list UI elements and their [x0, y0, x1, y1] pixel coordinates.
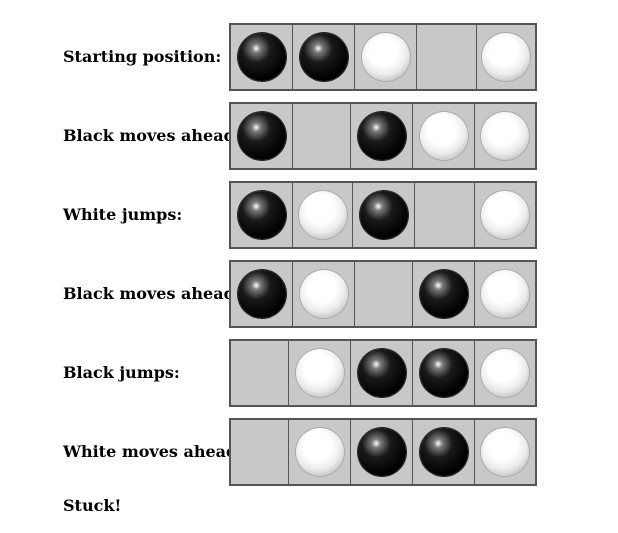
board-cell	[355, 25, 417, 89]
black-piece	[237, 191, 286, 239]
board-cell	[231, 420, 289, 484]
board-cell	[231, 25, 293, 89]
board-cell	[293, 262, 355, 326]
board-cell	[475, 341, 535, 405]
board-cell	[351, 420, 413, 484]
step-label: White jumps:	[63, 205, 183, 224]
step-label: Black moves ahead:	[63, 284, 241, 303]
white-piece	[482, 33, 530, 81]
white-piece	[481, 428, 529, 476]
board-cell	[293, 25, 355, 89]
black-piece	[359, 191, 408, 239]
white-piece	[481, 112, 529, 160]
board-cell	[475, 104, 535, 168]
board	[229, 260, 537, 328]
board-cell	[231, 262, 293, 326]
step-label: White moves ahead:	[63, 442, 244, 461]
step-row: Black jumps:	[0, 339, 618, 407]
board-cell	[289, 420, 351, 484]
board-cell	[231, 341, 289, 405]
conclusion-text: Stuck!	[63, 496, 122, 515]
step-label: Starting position:	[63, 47, 222, 66]
board	[229, 181, 537, 249]
board-cell	[351, 341, 413, 405]
board-cell	[353, 183, 415, 247]
board-cell	[293, 183, 353, 247]
white-piece	[481, 349, 529, 397]
white-piece	[361, 33, 410, 81]
step-row: Starting position:	[0, 23, 618, 91]
board-cell	[475, 183, 535, 247]
board	[229, 23, 537, 91]
black-piece	[419, 349, 468, 397]
black-piece	[237, 33, 286, 81]
white-piece	[298, 191, 347, 239]
board-cell	[351, 104, 413, 168]
black-piece	[299, 33, 348, 81]
white-piece	[299, 270, 348, 318]
white-piece	[295, 349, 344, 397]
board-cell	[231, 104, 293, 168]
white-piece	[295, 428, 344, 476]
board-cell	[413, 341, 475, 405]
board	[229, 339, 537, 407]
board-cell	[417, 25, 477, 89]
board-cell	[413, 262, 475, 326]
step-label: Black moves ahead:	[63, 126, 241, 145]
black-piece	[419, 270, 468, 318]
step-label: Black jumps:	[63, 363, 180, 382]
board-cell	[413, 420, 475, 484]
board-cell	[475, 420, 535, 484]
black-piece	[357, 428, 406, 476]
black-piece	[357, 112, 406, 160]
board-cell	[231, 183, 293, 247]
board	[229, 102, 537, 170]
board-cell	[415, 183, 475, 247]
white-piece	[419, 112, 468, 160]
step-row: White jumps:	[0, 181, 618, 249]
board-cell	[293, 104, 351, 168]
board	[229, 418, 537, 486]
board-cell	[477, 25, 535, 89]
white-piece	[481, 270, 529, 318]
white-piece	[481, 191, 529, 239]
black-piece	[419, 428, 468, 476]
board-cell	[355, 262, 413, 326]
step-row: Black moves ahead:	[0, 102, 618, 170]
black-piece	[237, 112, 286, 160]
black-piece	[237, 270, 286, 318]
black-piece	[357, 349, 406, 397]
board-cell	[289, 341, 351, 405]
step-row: White moves ahead:	[0, 418, 618, 486]
step-row: Black moves ahead:	[0, 260, 618, 328]
board-cell	[475, 262, 535, 326]
board-cell	[413, 104, 475, 168]
